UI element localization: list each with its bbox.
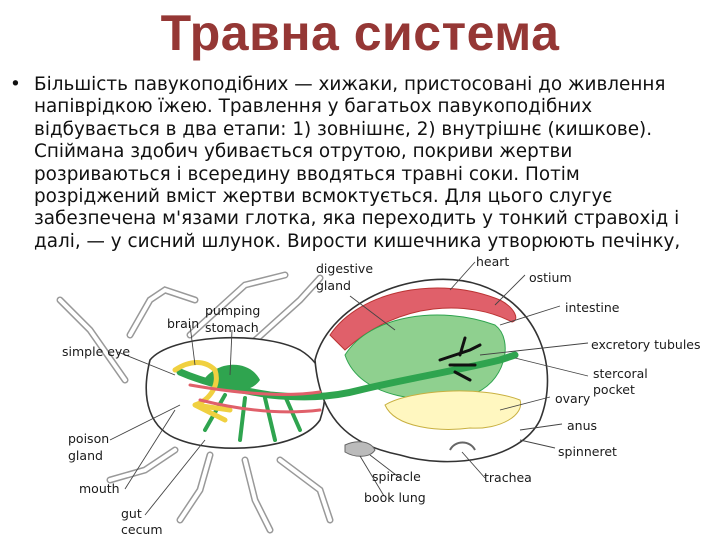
label-pumping-stomach: pumping	[205, 303, 260, 318]
book-lung-shape	[344, 441, 376, 457]
bullet-line: розріджений вміст жертви всмоктується. Д…	[34, 186, 613, 208]
label-book-lung: book lung	[364, 490, 426, 505]
bullet-line: напіврідкою їжею. Травлення у багатьох п…	[34, 96, 593, 118]
label-brain: brain	[167, 316, 199, 331]
label-gut-cecum-2: cecum	[121, 522, 163, 537]
label-spiracle: spiracle	[372, 469, 421, 484]
body-paragraph: •Більшість павукоподібних — хижаки, прис…	[10, 74, 706, 254]
bullet-line: забезпечена м'язами глотка, яка переходи…	[34, 208, 680, 230]
pumping-stomach-shape	[205, 364, 260, 392]
label-pumping-stomach-2: stomach	[205, 320, 259, 335]
bullet-line: •Більшість павукоподібних — хижаки, прис…	[10, 74, 666, 95]
label-spinneret: spinneret	[558, 444, 617, 459]
label-intestine: intestine	[565, 300, 620, 315]
excretory-tubules-shape	[438, 336, 482, 382]
ovary-shape	[384, 390, 522, 430]
brain-nerve-shape	[172, 360, 233, 423]
label-stercoral-pocket: stercoral	[593, 366, 648, 381]
trachea-shape	[449, 441, 476, 451]
label-digestive-gland: digestive	[316, 261, 373, 276]
label-ovary: ovary	[555, 391, 591, 406]
heart-shape	[329, 287, 517, 351]
bullet-line: відбувається в два етапи: 1) зовнішнє, 2…	[34, 118, 653, 140]
slide-title: Травна система	[160, 5, 560, 61]
label-anus: anus	[567, 418, 597, 433]
bullet-line: Спіймана здобич убивається отрутою, покр…	[34, 141, 573, 163]
bullet-line: розриваються і всередину вводяться травн…	[34, 163, 580, 185]
label-gut-cecum: gut	[121, 506, 142, 521]
label-excretory-tubules: excretory tubules	[591, 337, 701, 352]
label-heart: heart	[476, 254, 509, 269]
label-digestive-gland-2: gland	[316, 278, 351, 293]
label-stercoral-pocket-2: pocket	[593, 382, 635, 397]
label-mouth: mouth	[79, 481, 120, 496]
label-simple-eye: simple eye	[62, 344, 130, 359]
leader-lines	[109, 261, 589, 516]
bullet-line: далі, — у сисний шлунок. Вирости кишечни…	[34, 230, 681, 252]
label-poison-gland: poison	[68, 431, 109, 446]
label-trachea: trachea	[484, 470, 532, 485]
label-ostium: ostium	[529, 270, 572, 285]
artery-lines	[188, 383, 322, 414]
spider-legs-inner	[58, 273, 332, 532]
bullet-marker: •	[10, 74, 21, 95]
label-poison-gland-2: gland	[68, 448, 103, 463]
